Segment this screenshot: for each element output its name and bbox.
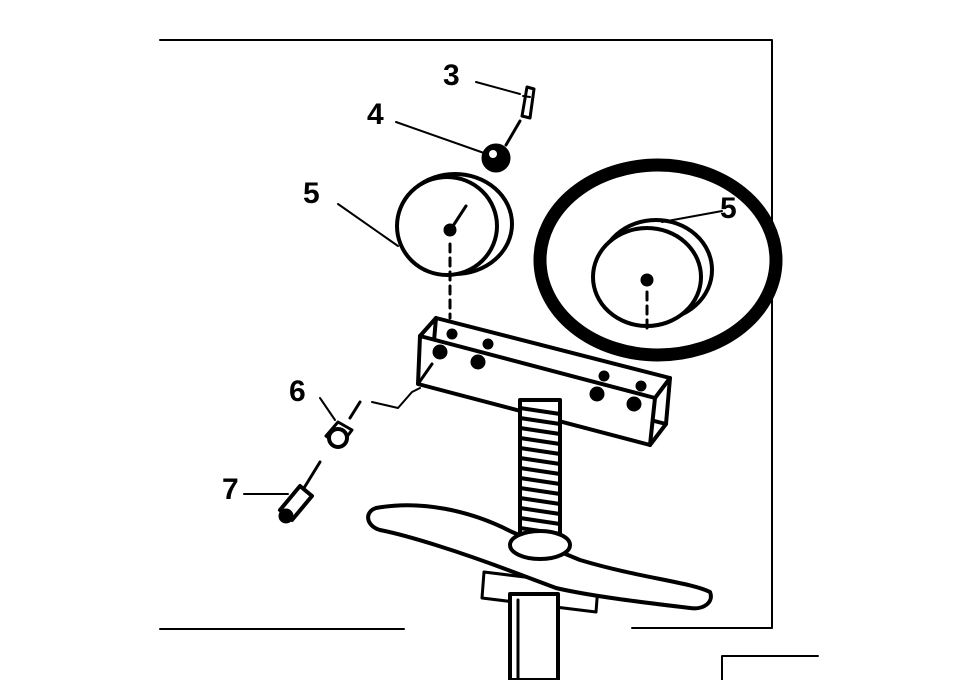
nut-icon <box>395 119 522 173</box>
t-handle <box>366 503 713 611</box>
label-3: 3 <box>443 59 460 92</box>
pivot-hub <box>480 570 600 682</box>
clamp-plate <box>416 316 672 447</box>
threaded-screw <box>518 398 562 542</box>
pin-icon <box>475 81 536 120</box>
bolt-icon <box>243 460 322 524</box>
bushing-icon <box>319 387 421 449</box>
pad-icon <box>337 172 514 320</box>
frame-lines <box>159 39 819 681</box>
callout-labels: 3 4 5 5 6 7 <box>222 59 737 506</box>
label-6: 6 <box>289 375 306 408</box>
label-7: 7 <box>222 473 239 506</box>
label-5-left: 5 <box>303 177 320 210</box>
circled-part-5 <box>533 158 783 362</box>
pad-icon <box>591 210 723 332</box>
label-4: 4 <box>367 98 384 131</box>
label-5-right: 5 <box>720 192 737 225</box>
